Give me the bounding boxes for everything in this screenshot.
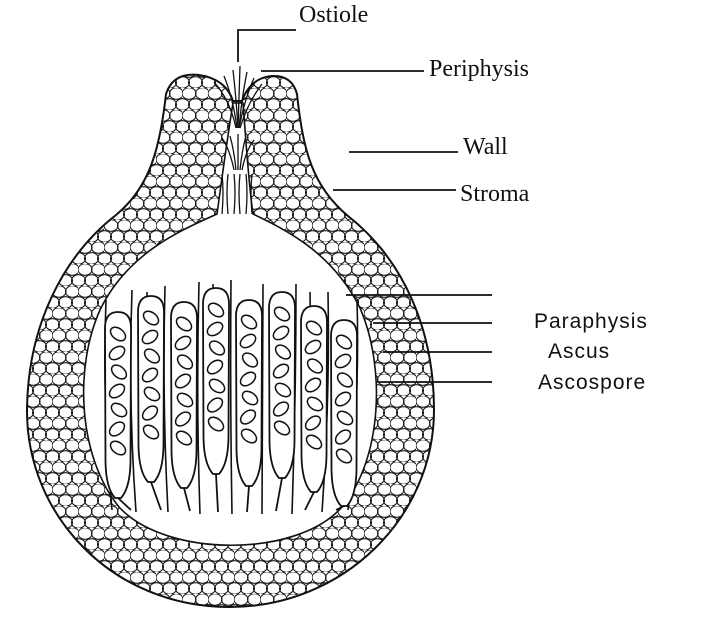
ascus-sac — [104, 311, 132, 511]
ascus-sac — [235, 299, 263, 513]
asci-group — [104, 287, 358, 513]
ascus-sac — [170, 301, 198, 512]
ascus-sac — [202, 287, 230, 513]
ostiole-leader-line — [237, 29, 296, 62]
label-ascus: Ascus — [548, 340, 611, 363]
label-periphysis: Periphysis — [429, 56, 530, 82]
label-ascospore: Ascospore — [538, 371, 647, 394]
label-paraphysis: Paraphysis — [534, 310, 648, 333]
ascus-sac — [268, 291, 296, 512]
label-stroma: Stroma — [460, 181, 530, 207]
leader-lines — [237, 29, 492, 383]
ascus-sac — [137, 295, 165, 511]
ascus-sac — [300, 305, 328, 511]
periphyses-hairs — [213, 65, 263, 215]
ascus-sac — [330, 319, 358, 511]
label-wall: Wall — [463, 134, 508, 160]
label-ostiole: Ostiole — [299, 2, 369, 28]
